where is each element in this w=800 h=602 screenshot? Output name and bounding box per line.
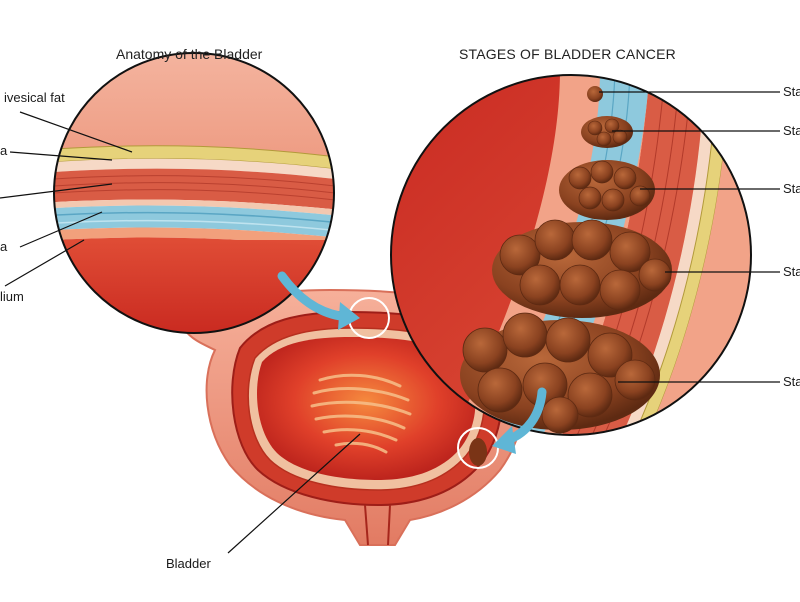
leader-lines xyxy=(0,91,780,554)
label-stage-1: Sta xyxy=(783,84,800,99)
label-layer-2: a xyxy=(0,143,8,158)
tumor-stage-5 xyxy=(460,312,660,434)
tumor-stage-3 xyxy=(559,160,655,220)
label-layer-4: a xyxy=(0,239,8,254)
arrow-from-right-circle xyxy=(492,387,547,454)
label-stage-3: Sta xyxy=(783,181,800,196)
label-perivesical-fat: ivesical fat xyxy=(4,90,65,105)
tumor-stage-4 xyxy=(492,219,672,318)
label-bladder: Bladder xyxy=(166,556,211,571)
label-urothelium: lium xyxy=(0,289,24,304)
label-stage-2: Sta xyxy=(783,123,800,138)
stages-title: STAGES OF BLADDER CANCER xyxy=(459,46,676,62)
anatomy-title: Anatomy of the Bladder xyxy=(116,46,263,62)
label-stage-5: Sta xyxy=(783,374,800,389)
tumor-stage-1 xyxy=(587,86,603,102)
arrow-to-left-circle xyxy=(277,271,360,330)
stages-zoom-circle xyxy=(391,75,751,435)
label-stage-4: Sta xyxy=(783,264,800,279)
tumor-stage-2 xyxy=(581,116,633,148)
